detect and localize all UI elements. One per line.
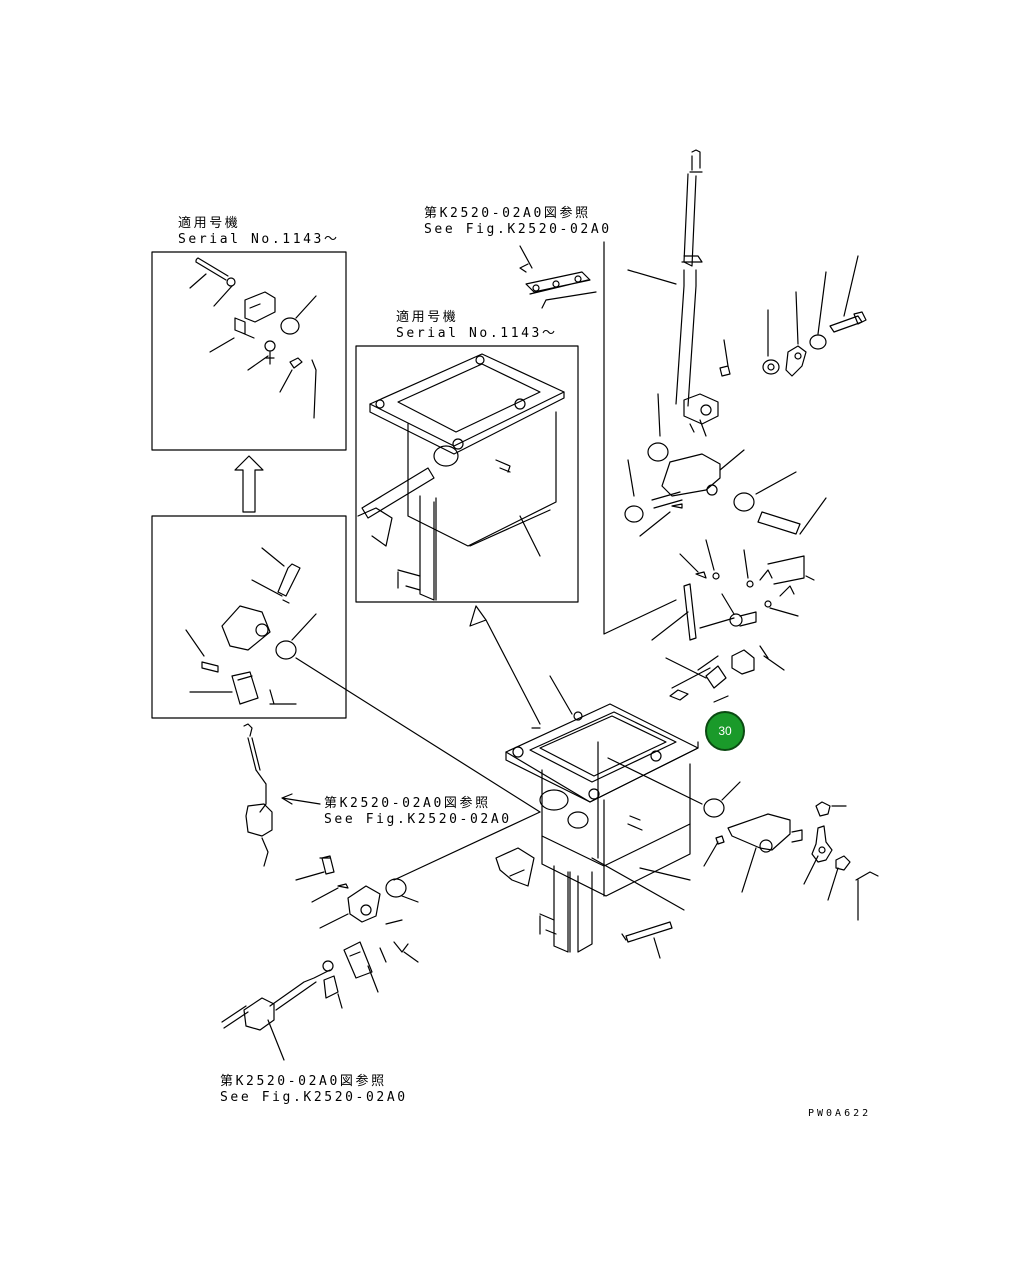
serial-label-jp: 適用号機 [178,216,241,231]
ref-label-jp: 第K2520-02A0図参照 [220,1074,387,1089]
detail-box-middle-left [151,515,347,719]
serial-label-center: 適用号機 Serial No.1143～ [396,310,558,342]
leader-line [295,657,541,813]
ref-link-top [519,241,677,635]
ref-label-top: 第K2520-02A0図参照 See Fig.K2520-02A0 [424,206,612,238]
lower-right-parts [591,757,879,959]
pivot-parts [295,811,541,929]
ref-label-jp: 第K2520-02A0図参照 [324,796,491,811]
serial-label-top-left: 適用号機 Serial No.1143～ [178,216,340,248]
callout-number: 30 [718,724,732,738]
cable-assembly-bottom [221,941,419,1061]
detail-box-center [355,345,579,603]
serial-label-en: Serial No.1143～ [396,326,558,341]
serial-label-jp: 適用号機 [396,310,459,325]
linkage-parts [651,539,815,701]
callout-leader [713,695,729,703]
ref-label-middle: 第K2520-02A0図参照 See Fig.K2520-02A0 [324,796,512,828]
ref-label-en: See Fig.K2520-02A0 [424,222,612,237]
main-console-box [495,675,699,953]
drawing-code: PW0A622 [808,1108,872,1119]
ref-label-en: See Fig.K2520-02A0 [324,812,512,827]
cable-assembly-left [243,723,321,867]
up-arrow [234,455,264,513]
serial-label-en: Serial No.1143～ [178,232,340,247]
ref-label-bottom: 第K2520-02A0図参照 See Fig.K2520-02A0 [220,1074,408,1106]
part-callout-30[interactable]: 30 [705,711,745,751]
detail-box-top-left [151,251,347,451]
ref-label-jp: 第K2520-02A0図参照 [424,206,591,221]
diagonal-arrow [469,605,541,725]
shift-lever-assembly [624,149,867,537]
ref-label-en: See Fig.K2520-02A0 [220,1090,408,1105]
